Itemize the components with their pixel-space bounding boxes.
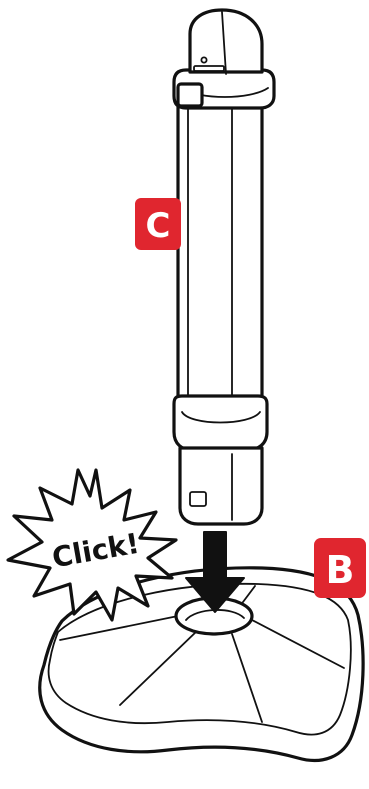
badge-b-box: [314, 538, 366, 598]
part-c-badge: C: [135, 198, 181, 250]
base-ridge-left: [59, 615, 179, 641]
base-ridge-right: [251, 619, 345, 669]
handle-lower-collar-line: [181, 411, 261, 424]
handle-clip: [176, 82, 204, 108]
handle-cap-dot: [200, 56, 208, 64]
base-ridge-front-right: [231, 633, 263, 723]
handle-cap-band: [193, 65, 225, 72]
badge-c-label: C: [146, 206, 171, 246]
base-ridge-front-left: [119, 629, 199, 706]
handle-plug-slot: [189, 491, 207, 507]
handle-shaft: [176, 96, 264, 422]
starburst-icon: Click!: [6, 468, 178, 622]
handle-cap-ridge: [221, 11, 227, 75]
down-arrow-icon: [185, 531, 245, 613]
badge-c-box: [135, 198, 181, 250]
base-body: [38, 566, 365, 763]
burst-shape: [6, 468, 178, 622]
part-b-badge: B: [314, 538, 366, 598]
base-top-edge: [47, 582, 352, 736]
handle-cap: [188, 8, 264, 74]
handle-assembly: [172, 8, 276, 526]
badge-b-label: B: [326, 548, 355, 592]
handle-plug: [178, 446, 264, 526]
